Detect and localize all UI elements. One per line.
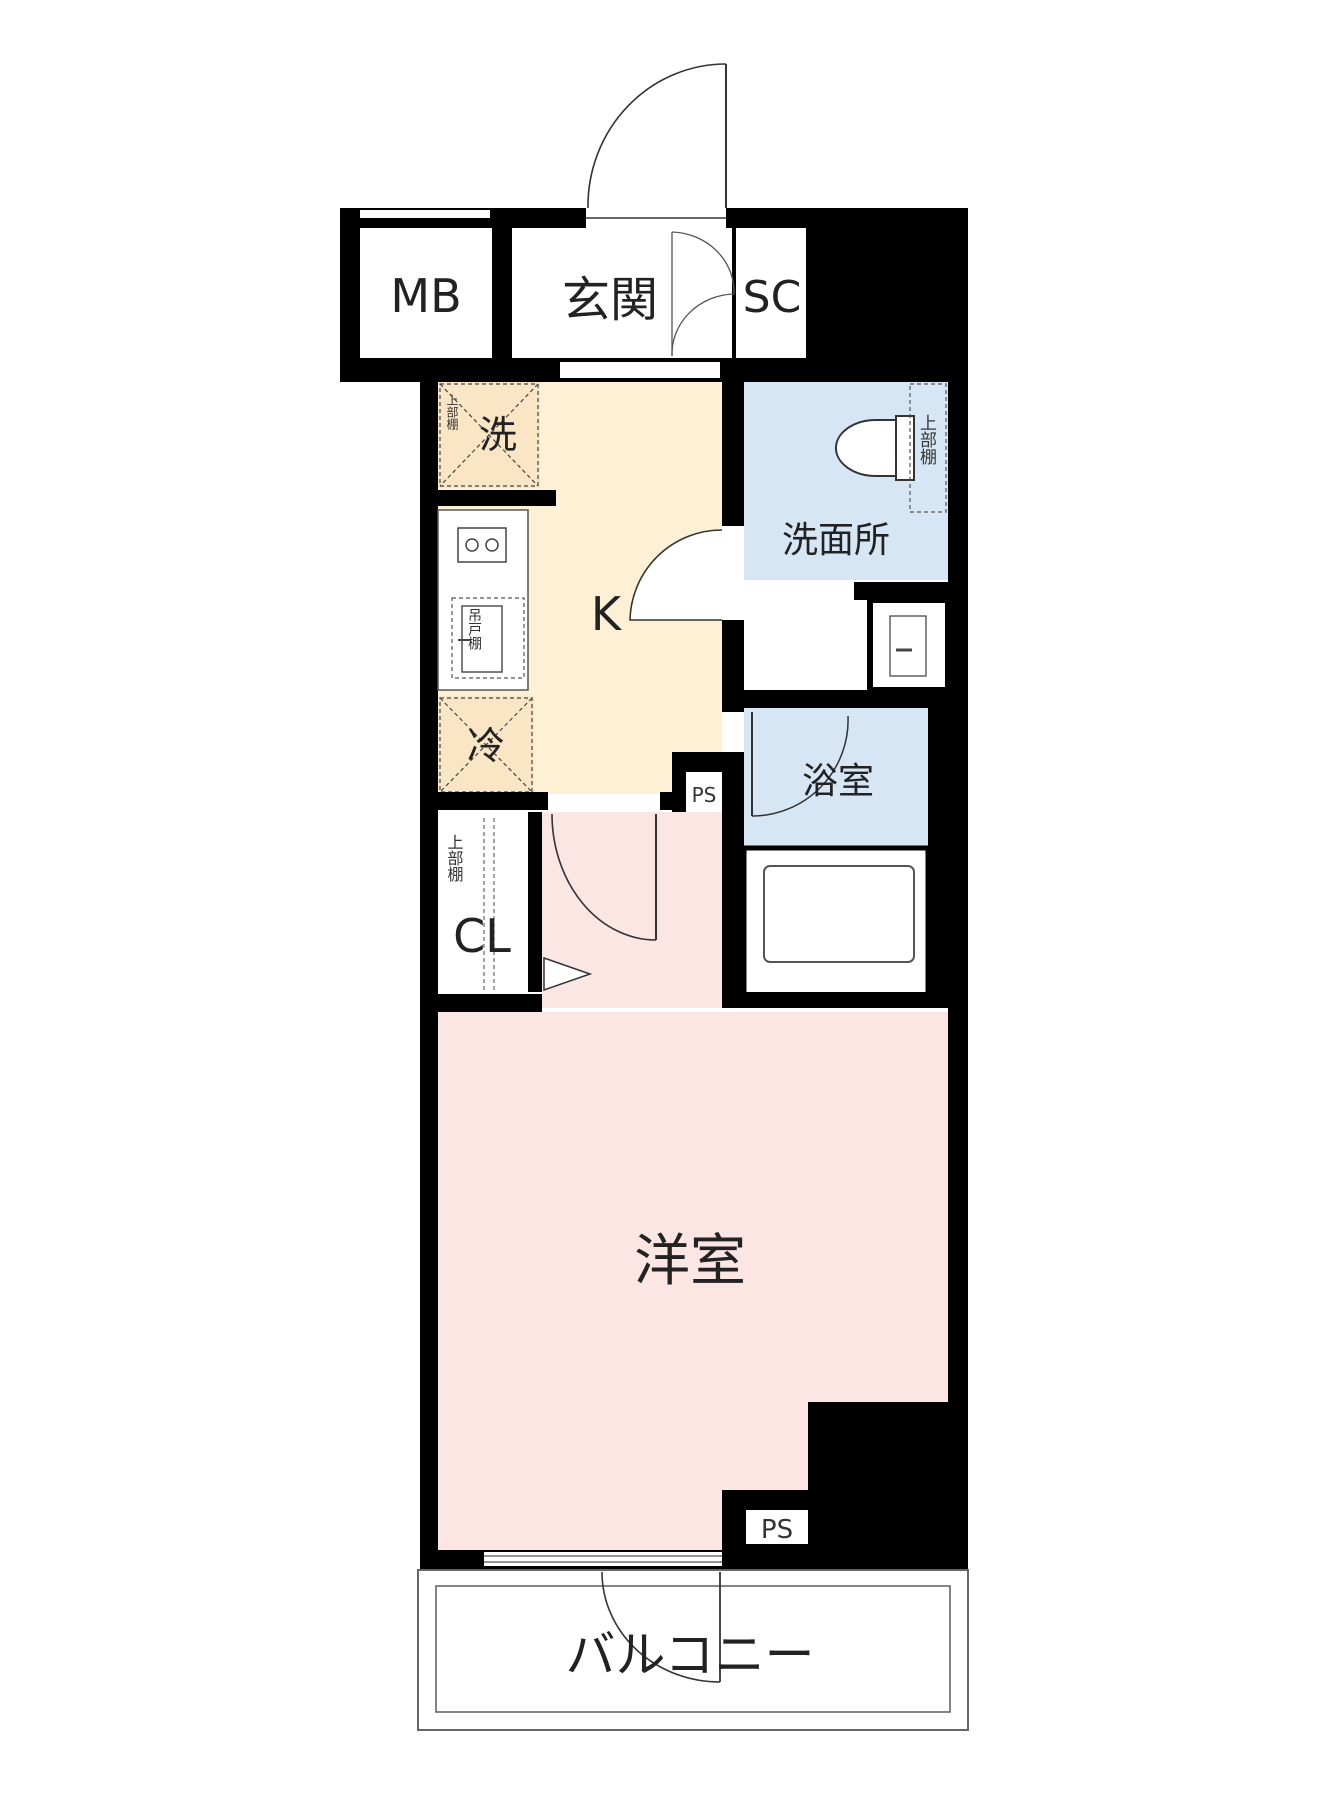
- sc-door-swing-bottom: [671, 293, 735, 357]
- hanging-shelf-label: 吊戸棚: [466, 608, 482, 650]
- mb-room: [360, 228, 492, 358]
- wall-bath-left: [722, 790, 744, 1004]
- upper-shelf-toilet-outline: [909, 383, 947, 513]
- hanging-shelf-outline: [451, 597, 525, 679]
- closet-room: [438, 812, 528, 992]
- vanity-area: [867, 597, 951, 693]
- bathroom-door-swing: [751, 715, 849, 817]
- closet-door-marker: [543, 956, 593, 992]
- washroom-door-swing: [629, 529, 723, 621]
- ps-room-box: [746, 1510, 808, 1544]
- upper-shelf-washer-label: 上部棚: [445, 394, 459, 431]
- kitchen-washroom-door-gap: [722, 526, 744, 620]
- kitchen-label: K: [591, 587, 623, 641]
- western-room-label: 洋室: [634, 1229, 746, 1294]
- upper-shelf-closet-label: 上部棚: [445, 834, 464, 883]
- bathtub-icon: [763, 865, 915, 963]
- mb-top-window: [360, 210, 490, 218]
- washer-box: [439, 383, 539, 487]
- wall-washroom-bath: [744, 690, 948, 708]
- wall-closet-bottom: [438, 994, 542, 1012]
- wall-bath-right: [928, 708, 948, 1000]
- bathroom-room: [744, 708, 940, 846]
- stove-icon: [457, 527, 507, 563]
- entrance-room: [512, 228, 732, 358]
- washer-label: 洗: [479, 413, 517, 457]
- sc-door-swing-top: [671, 231, 735, 295]
- column-block: [808, 1402, 948, 1550]
- closet-right-wall: [528, 812, 542, 992]
- entrance-door-swing: [587, 63, 727, 209]
- washroom-label: 洗面所: [782, 520, 890, 561]
- room-door-swing: [551, 813, 657, 941]
- faucet-icon: [889, 615, 927, 677]
- ps-kitchen-box: [686, 772, 722, 812]
- fridge-label: 冷: [467, 724, 505, 768]
- wall-left: [420, 372, 438, 1570]
- sink-icon: [458, 605, 503, 673]
- sc-label: SC: [743, 272, 802, 323]
- ps-kitchen-label: PS: [692, 783, 717, 807]
- bathroom-label: 浴室: [802, 761, 874, 802]
- entrance-label: 玄関: [562, 272, 658, 328]
- wall-kitchen-room-right: [660, 792, 672, 810]
- wall-stub-washroom: [854, 582, 948, 600]
- upper-shelf-toilet-label: 上部棚: [916, 414, 937, 466]
- balcony-label: バルコニー: [566, 1626, 815, 1684]
- closet-label: CL: [453, 909, 511, 963]
- wall-kitchen-room: [438, 792, 548, 810]
- ps-room-label: PS: [761, 1515, 793, 1545]
- balcony-outer: [417, 1569, 969, 1731]
- sc-room: [736, 228, 806, 358]
- wall-stub-washer: [438, 490, 556, 506]
- wall-bath-bottom: [722, 992, 948, 1008]
- wall-right: [948, 372, 968, 1570]
- kitchen-room-door-gap: [548, 798, 662, 810]
- toilet-icon: [835, 415, 915, 481]
- balcony-door-swing: [601, 1571, 721, 1683]
- balcony-inner: [435, 1585, 951, 1713]
- balcony-window: [484, 1552, 722, 1566]
- mb-label: MB: [390, 269, 461, 323]
- bath-tub-area: [741, 845, 931, 1001]
- entrance-kitchen-opening: [560, 362, 720, 378]
